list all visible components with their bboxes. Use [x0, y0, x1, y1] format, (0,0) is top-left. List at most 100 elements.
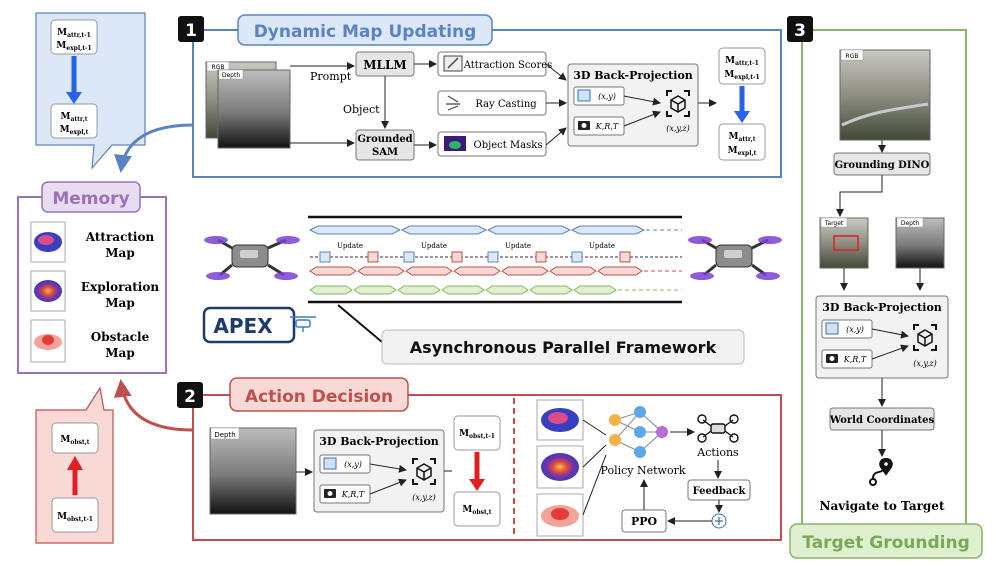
navigate-route-icon — [869, 457, 893, 486]
s1-xy: (x,y) — [598, 92, 616, 101]
grounded-sam-label-2: SAM — [372, 147, 398, 158]
s1-krt: K,R,T — [595, 122, 619, 131]
s2-krt: K,R,T — [341, 490, 365, 499]
section-1-number: 1 — [185, 21, 197, 41]
s1-xyz: (x,y,z) — [666, 124, 690, 133]
update-label-3: Update — [505, 242, 531, 250]
red-callout: Mobst,t Mobst,t-1 — [35, 386, 114, 544]
s1-prompt-label: Prompt — [310, 70, 352, 83]
s2-cube-icon — [412, 458, 436, 485]
apex-logo: APEX — [213, 314, 273, 338]
section-2-number-badge — [177, 382, 203, 408]
attraction-scores-label: Attraction Scores — [463, 60, 553, 71]
ppo-label: PPO — [631, 515, 658, 528]
section-2-title: Action Decision — [245, 387, 393, 407]
s3-krt: K,R,T — [843, 355, 867, 364]
s1-object-label: Object — [343, 103, 380, 116]
grounding-dino-label: Grounding DINO — [835, 160, 930, 171]
blue-callout-bot-m1: Mattr,t — [61, 112, 88, 123]
actions-drone-icon — [697, 414, 739, 443]
s1-out-bot-m2: Mexpl,t — [728, 146, 757, 157]
s1-depth-label: Depth — [222, 72, 240, 79]
update-label-2: Update — [421, 242, 447, 250]
section-1-dynamic-map-updating: 1 Dynamic Map Updating RGB Depth Prompt … — [178, 14, 782, 178]
green-timeline — [309, 285, 617, 295]
s2-depth-image — [209, 427, 297, 515]
apex-logo-box — [202, 306, 296, 344]
s2-m-bot: Mobst,t — [462, 505, 491, 516]
s3-depth-label: Depth — [901, 220, 919, 227]
feedback-label: Feedback — [693, 486, 747, 497]
section-3-number-badge — [787, 16, 813, 42]
s3-image-icon — [825, 322, 839, 335]
exploration-map-label-1: Exploration — [81, 280, 159, 294]
update-label-4: Update — [589, 242, 615, 250]
s1-rgb-label: RGB — [212, 64, 225, 71]
section-2-action-decision: 2 Action Decision Depth 3D Back-Projecti… — [177, 377, 782, 541]
s1-out-top-m2: Mexpl,t-1 — [724, 70, 759, 81]
s3-target-label: Target — [824, 220, 844, 227]
s2-xyz: (x,y,z) — [412, 493, 436, 502]
exploration-map-label-2: Map — [105, 296, 134, 310]
memory-panel: Memory Attraction Map Exploration Map Ob… — [17, 181, 167, 374]
red-callout-top-m: Mobst,t — [60, 435, 89, 446]
s1-out-top-m1: Mattr,t-1 — [725, 56, 759, 67]
asynchronous-framework: Update Update Update Update APEX — [202, 215, 782, 365]
s3-xyz: (x,y,z) — [913, 359, 937, 368]
s1-out-bot-m1: Mattr,t — [729, 132, 756, 143]
red-callout-bot-m: Mobst,t-1 — [57, 512, 93, 523]
blue-callout-top-m2: Mexpl,t-1 — [56, 41, 91, 52]
s1-cube-icon — [666, 90, 690, 117]
section-1-number-badge — [178, 16, 204, 42]
policy-network-icon — [609, 406, 668, 458]
section-2-number: 2 — [184, 387, 196, 407]
left-drone-icon — [204, 236, 300, 280]
framework-title: Asynchronous Parallel Framework — [410, 338, 717, 357]
s2-m-top: Mobst,t-1 — [459, 429, 495, 440]
navigate-to-target-label: Navigate to Target — [820, 499, 945, 513]
policy-network-label: Policy Network — [600, 464, 685, 477]
s2-back-projection-title: 3D Back-Projection — [319, 435, 439, 448]
right-drone-icon — [688, 236, 782, 280]
blue-callout: Mattr,t-1 Mexpl,t-1 Mattr,t Mexpl,t — [35, 12, 146, 170]
section-3-target-grounding: 3 RGB Grounding DINO Target Depth 3D Bac… — [787, 16, 983, 559]
framework-title-box — [381, 329, 745, 365]
section-3-number: 3 — [794, 21, 806, 41]
section-1-title: Dynamic Map Updating — [254, 22, 477, 42]
s3-back-projection-title: 3D Back-Projection — [822, 301, 942, 314]
blue-curve-arrow — [114, 123, 194, 173]
blue-timeline — [308, 225, 646, 235]
update-label-1: Update — [337, 242, 363, 250]
blue-callout-bot-m2: Mexpl,t — [60, 125, 89, 136]
update-markers — [319, 251, 631, 263]
s3-rgb-label: RGB — [846, 53, 859, 60]
world-coordinates-label: World Coordinates — [829, 415, 935, 426]
blue-callout-top-m1: Mattr,t-1 — [57, 28, 91, 39]
mllm-label: MLLM — [363, 58, 406, 72]
actions-label: Actions — [696, 446, 739, 459]
obstacle-map-label-1: Obstacle — [91, 330, 150, 344]
ray-casting-label: Ray Casting — [475, 99, 537, 110]
attraction-map-label-1: Attraction — [85, 230, 155, 244]
s3-cube-icon — [913, 324, 937, 351]
memory-title: Memory — [52, 189, 129, 209]
s1-depth-image — [217, 69, 291, 149]
attraction-map-label-2: Map — [105, 246, 134, 260]
s2-depth-label: Depth — [214, 431, 235, 439]
grounded-sam-label-1: Grounded — [357, 134, 412, 145]
obstacle-map-label-2: Map — [105, 346, 134, 360]
apex-drone-icon — [290, 316, 316, 332]
s2-xy: (x,y) — [344, 460, 362, 469]
ray-casting-icon — [446, 95, 460, 111]
section-3-title: Target Grounding — [802, 533, 970, 553]
s1-image-icon — [577, 89, 591, 102]
object-masks-label: Object Masks — [474, 140, 543, 151]
s1-back-projection-title: 3D Back-Projection — [573, 69, 693, 82]
target-bbox — [833, 235, 859, 251]
red-timeline — [309, 266, 643, 276]
red-curve-arrow — [113, 379, 194, 432]
s2-image-icon — [323, 457, 337, 470]
s3-xy: (x,y) — [846, 325, 864, 334]
s3-rgb-image — [839, 49, 931, 141]
